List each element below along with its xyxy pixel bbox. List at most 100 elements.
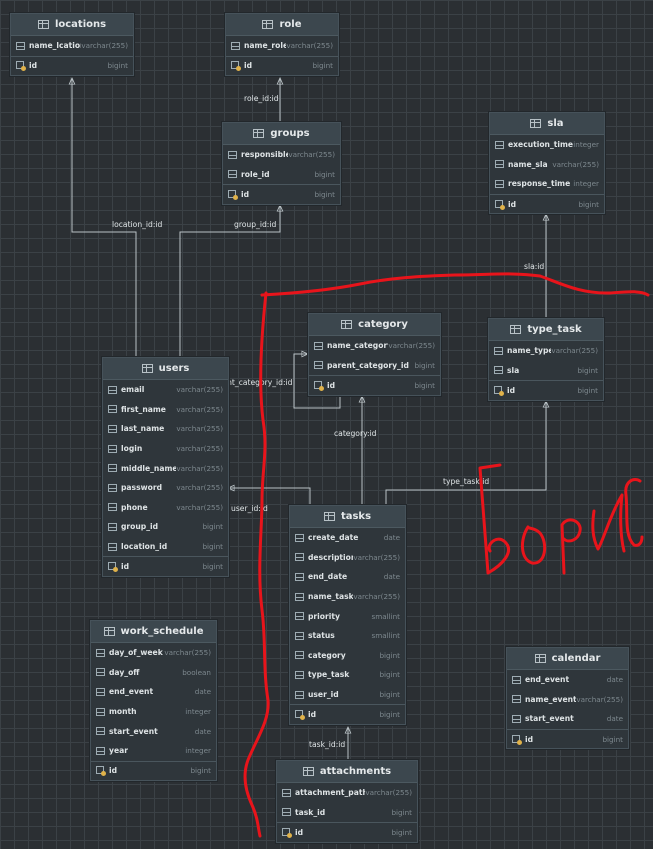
relation-label-sla-id: sla:id — [524, 262, 545, 271]
column-type: bigint — [107, 61, 129, 71]
entity-header[interactable]: work_schedule — [91, 621, 216, 643]
primary-key-icon — [228, 189, 238, 200]
column-name: id — [308, 710, 317, 720]
column-icon — [108, 522, 117, 531]
entity-title: sla — [547, 118, 564, 129]
column-name: id — [241, 189, 250, 199]
column-name: responsible — [241, 150, 289, 160]
column-name: create_date — [308, 533, 359, 543]
entity-header[interactable]: locations — [11, 14, 133, 36]
primary-key-icon — [512, 734, 522, 745]
column-name: month — [109, 707, 137, 717]
entity-header[interactable]: tasks — [290, 506, 405, 528]
entity-header[interactable]: calendar — [507, 648, 628, 670]
column-name: id — [295, 827, 304, 837]
column-type: bigint — [414, 360, 436, 370]
entity-header[interactable]: type_task — [489, 319, 603, 341]
column-type: boolean — [182, 667, 211, 677]
entity-header[interactable]: category — [309, 314, 440, 336]
column-icon — [295, 553, 304, 562]
column-type: varchar(255) — [551, 346, 598, 356]
entity-header[interactable]: role — [226, 14, 338, 36]
rel-category-parent — [293, 354, 341, 409]
column-icon — [96, 707, 105, 716]
column-type: varchar(255) — [176, 463, 223, 473]
entity-header[interactable]: users — [103, 358, 228, 380]
entity-header[interactable]: groups — [223, 123, 340, 145]
column-icon — [512, 714, 521, 723]
entity-title: attachments — [319, 766, 392, 777]
column-icon — [108, 444, 117, 453]
column-icon — [314, 361, 323, 370]
entity-header[interactable]: sla — [490, 113, 604, 135]
table-icon — [510, 325, 522, 334]
column-type: bigint — [577, 365, 599, 375]
entity-header[interactable]: attachments — [277, 761, 417, 783]
column-name: name_lcation — [29, 41, 82, 51]
